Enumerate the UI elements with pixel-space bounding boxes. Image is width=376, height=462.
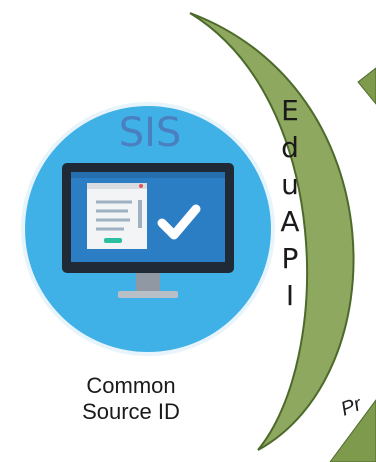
- edu-api-letter: u: [281, 168, 299, 201]
- edu-api-crescent: [189, 12, 355, 451]
- edu-api-letter: A: [280, 205, 300, 238]
- computer-monitor-checkmark-icon: [62, 163, 234, 298]
- caption-line-1: Common: [86, 373, 176, 398]
- edu-api-letter: E: [281, 94, 299, 127]
- edu-api-letter: I: [285, 279, 295, 312]
- sis-title: SIS: [118, 110, 182, 156]
- top-arrow-shape: [357, 67, 376, 105]
- edu-api-letter: P: [281, 242, 299, 275]
- bottom-arrow-shape: [329, 399, 376, 462]
- edu-api-letter: d: [281, 131, 299, 164]
- caption-line-2: Source ID: [82, 399, 180, 425]
- sis-caption: Common Source ID: [56, 373, 206, 426]
- edu-api-label: E d u A P I: [270, 92, 310, 314]
